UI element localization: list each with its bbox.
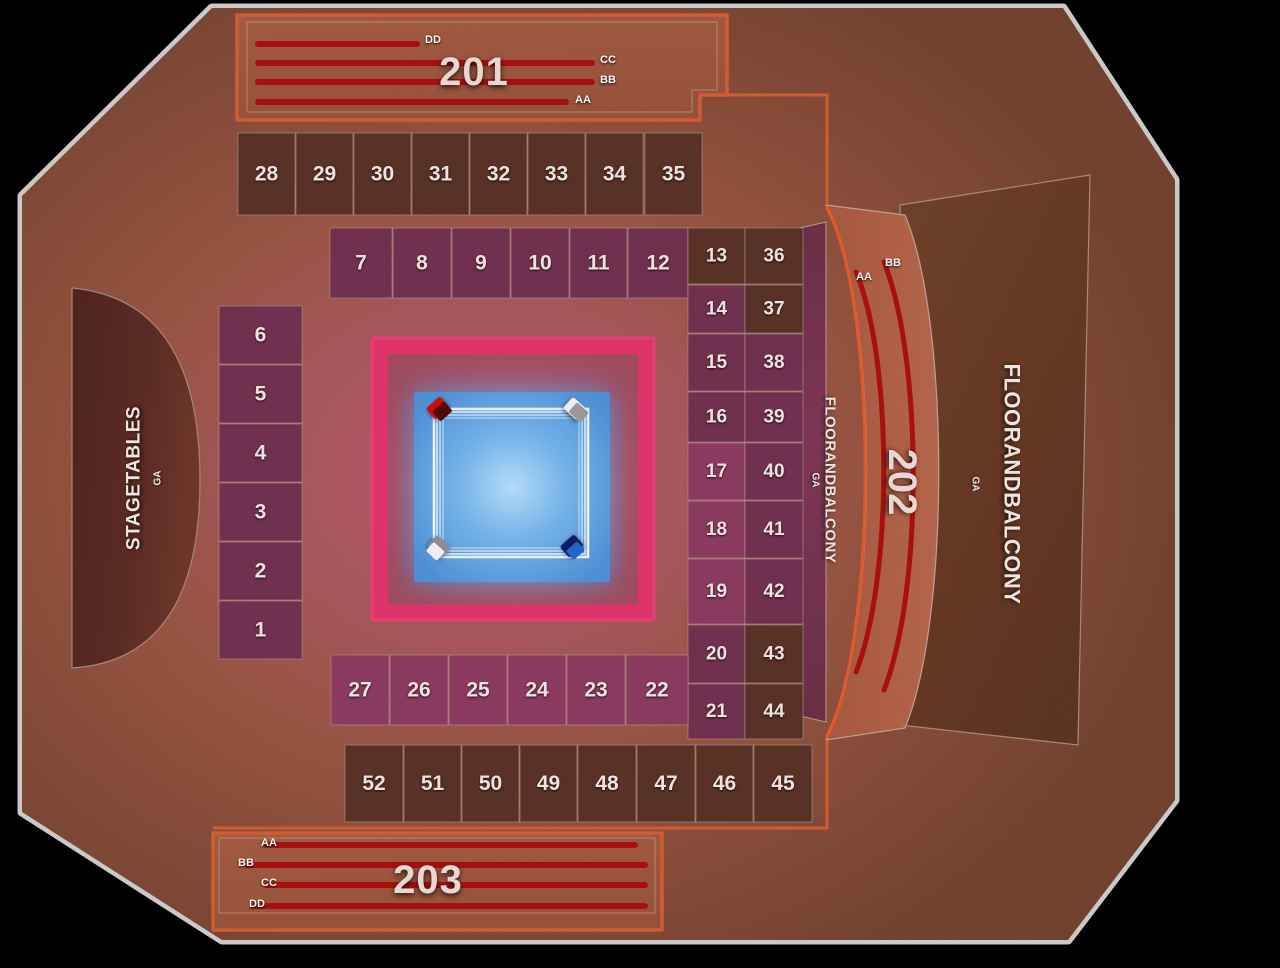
seating-section-49[interactable]: 49 xyxy=(519,744,578,823)
seating-section-44[interactable]: 44 xyxy=(744,683,804,740)
seating-section-1[interactable]: 1 xyxy=(218,600,303,660)
seating-section-9[interactable]: 9 xyxy=(451,227,511,299)
seating-section-2[interactable]: 2 xyxy=(218,541,303,601)
seating-section-17[interactable]: 17 xyxy=(687,442,746,501)
seating-section-18[interactable]: 18 xyxy=(687,500,746,559)
seating-section-40[interactable]: 40 xyxy=(744,442,804,501)
seating-section-48[interactable]: 48 xyxy=(577,744,637,823)
seating-section-27[interactable]: 27 xyxy=(330,654,390,726)
seating-section-38[interactable]: 38 xyxy=(744,333,804,392)
balcony-section-203[interactable]: AA BB CC DD 203 xyxy=(211,831,664,932)
balcony-section-201[interactable]: DD CC BB AA 201 xyxy=(235,13,729,122)
seating-section-32[interactable]: 32 xyxy=(469,132,528,216)
seating-section-52[interactable]: 52 xyxy=(344,744,404,823)
seating-section-3[interactable]: 3 xyxy=(218,482,303,542)
seating-section-21[interactable]: 21 xyxy=(687,683,746,740)
seating-section-19[interactable]: 19 xyxy=(687,558,746,625)
seating-section-47[interactable]: 47 xyxy=(636,744,696,823)
seating-section-28[interactable]: 28 xyxy=(237,132,296,216)
seating-section-12[interactable]: 12 xyxy=(627,227,689,299)
ring-corner-blue xyxy=(560,535,585,560)
seating-section-43[interactable]: 43 xyxy=(744,624,804,684)
seating-section-31[interactable]: 31 xyxy=(411,132,470,216)
seating-section-24[interactable]: 24 xyxy=(507,654,567,726)
ring-mat-top xyxy=(414,392,610,582)
seating-section-39[interactable]: 39 xyxy=(744,391,804,443)
seating-section-45[interactable]: 45 xyxy=(753,744,813,823)
seating-section-46[interactable]: 46 xyxy=(695,744,754,823)
seating-section-37[interactable]: 37 xyxy=(744,284,804,334)
seating-section-8[interactable]: 8 xyxy=(392,227,452,299)
ring-corner-white-tr xyxy=(563,397,589,422)
ring-corner-red xyxy=(426,397,452,421)
seating-section-11[interactable]: 11 xyxy=(569,227,628,299)
seating-section-51[interactable]: 51 xyxy=(403,744,462,823)
seating-section-6[interactable]: 6 xyxy=(218,305,303,365)
seating-section-36[interactable]: 36 xyxy=(744,227,804,285)
seating-section-42[interactable]: 42 xyxy=(744,558,804,625)
seating-section-26[interactable]: 26 xyxy=(389,654,449,726)
seating-section-5[interactable]: 5 xyxy=(218,364,303,424)
seating-section-30[interactable]: 30 xyxy=(353,132,412,216)
floor-boundary-line xyxy=(213,93,829,830)
seating-section-20[interactable]: 20 xyxy=(687,624,746,684)
seating-section-4[interactable]: 4 xyxy=(218,423,303,483)
seating-section-29[interactable]: 29 xyxy=(295,132,354,216)
seating-section-14[interactable]: 14 xyxy=(687,284,746,334)
seating-section-25[interactable]: 25 xyxy=(448,654,508,726)
seating-section-50[interactable]: 50 xyxy=(461,744,520,823)
seating-section-23[interactable]: 23 xyxy=(566,654,626,726)
seating-section-10[interactable]: 10 xyxy=(510,227,570,299)
seating-section-34[interactable]: 34 xyxy=(585,132,644,216)
seating-section-33[interactable]: 33 xyxy=(527,132,586,216)
seating-section-7[interactable]: 7 xyxy=(329,227,393,299)
seating-section-35[interactable]: 35 xyxy=(644,132,703,216)
center-stage-ring[interactable] xyxy=(370,336,656,622)
seating-section-22[interactable]: 22 xyxy=(625,654,689,726)
seating-section-15[interactable]: 15 xyxy=(687,333,746,392)
ring-corner-white-bl xyxy=(426,535,451,560)
ring-ropes xyxy=(432,407,590,559)
zone-stagetables[interactable]: STAGETABLES GA xyxy=(71,287,201,669)
seating-section-16[interactable]: 16 xyxy=(687,391,746,443)
seating-section-13[interactable]: 13 xyxy=(687,227,746,285)
seating-section-41[interactable]: 41 xyxy=(744,500,804,559)
